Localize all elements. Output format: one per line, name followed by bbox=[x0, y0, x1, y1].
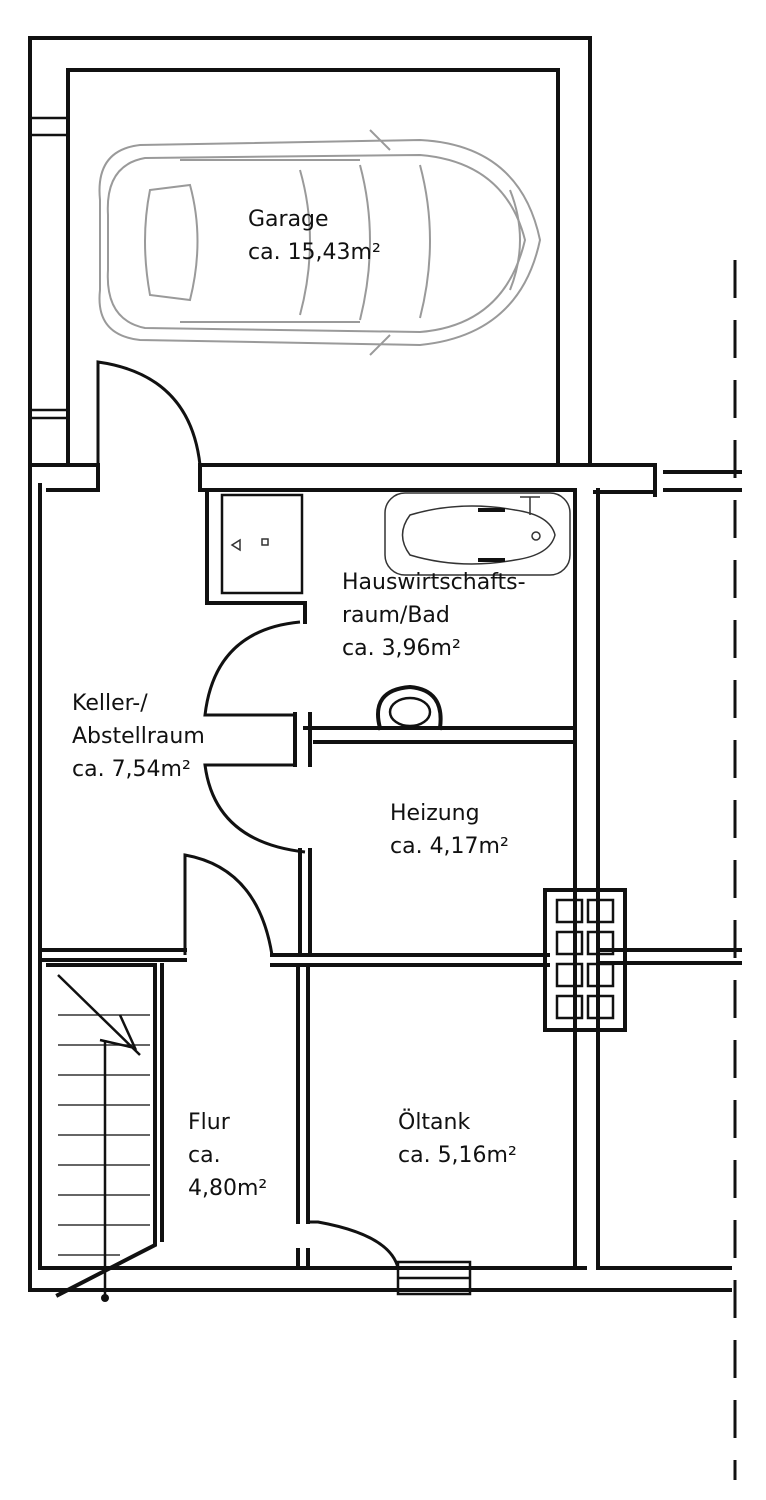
stairs-icon bbox=[46, 963, 157, 1302]
flur-area-line2: 4,80m² bbox=[188, 1176, 268, 1201]
car-icon bbox=[98, 129, 542, 356]
oeltank-name: Öltank bbox=[398, 1110, 471, 1135]
room-label-flur: Flur ca. 4,80m² bbox=[188, 1106, 267, 1205]
garage-area: ca. 15,43m² bbox=[248, 240, 381, 265]
room-label-keller: Keller-/ Abstellraum ca. 7,54m² bbox=[72, 687, 205, 786]
keller-area: ca. 7,54m² bbox=[72, 757, 191, 782]
hwr-name-line1: Hauswirtschafts- bbox=[342, 570, 526, 595]
room-label-garage: Garage ca. 15,43m² bbox=[248, 203, 381, 269]
hwr-area: ca. 3,96m² bbox=[342, 636, 461, 661]
oeltank-area: ca. 5,16m² bbox=[398, 1143, 517, 1168]
heizung-area: ca. 4,17m² bbox=[390, 834, 509, 859]
garage-name: Garage bbox=[248, 207, 329, 232]
bathtub-icon bbox=[384, 492, 571, 576]
room-label-heizung: Heizung ca. 4,17m² bbox=[390, 797, 509, 863]
hwr-name-line2: raum/Bad bbox=[342, 603, 450, 628]
interior-walls bbox=[38, 488, 627, 1296]
toilet-icon bbox=[376, 684, 443, 731]
outer-walls bbox=[28, 36, 732, 1292]
heizung-name: Heizung bbox=[390, 801, 480, 826]
flur-name: Flur bbox=[188, 1110, 230, 1135]
keller-name-line2: Abstellraum bbox=[72, 724, 205, 749]
right-walls bbox=[573, 488, 742, 1292]
keller-name-line1: Keller-/ bbox=[72, 691, 148, 716]
flur-area-line1: ca. bbox=[188, 1143, 221, 1168]
room-label-oeltank: Öltank ca. 5,16m² bbox=[398, 1106, 517, 1172]
room-label-hwr: Hauswirtschafts- raum/Bad ca. 3,96m² bbox=[342, 566, 526, 665]
garage-lower-wall bbox=[28, 463, 742, 497]
chimney-icon bbox=[543, 888, 627, 1032]
doors bbox=[96, 360, 400, 1269]
